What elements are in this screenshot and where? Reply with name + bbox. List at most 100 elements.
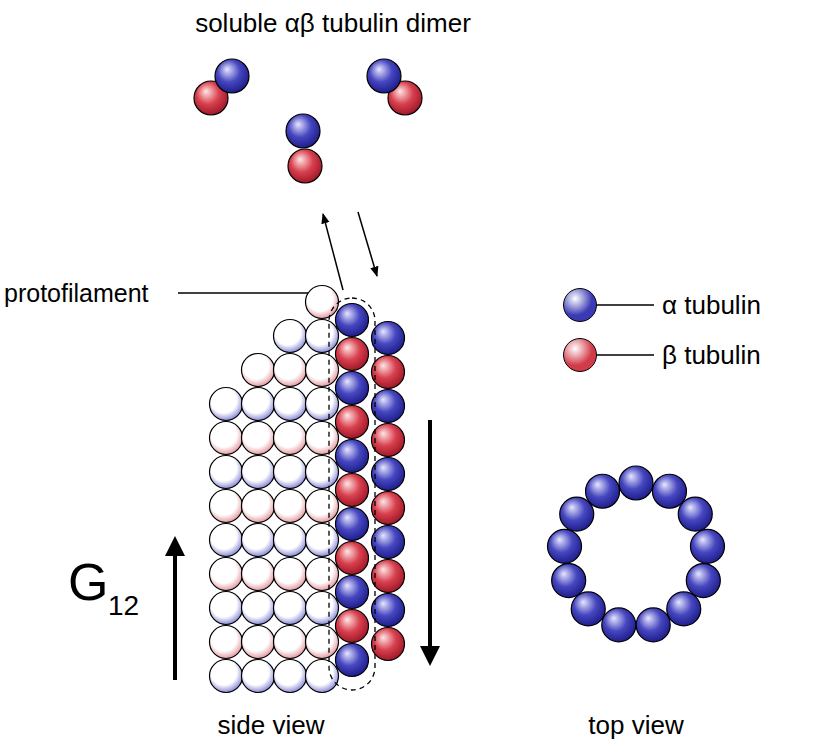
- tubulin-sphere: [306, 422, 339, 455]
- tubulin-sphere: [210, 490, 243, 523]
- tubulin-sphere: [336, 304, 369, 337]
- growth-arrow: [173, 540, 177, 680]
- rate-symbol: G: [68, 556, 108, 608]
- tubulin-sphere: [242, 592, 275, 625]
- tubulin-sphere: [306, 524, 339, 557]
- tubulin-sphere: [274, 626, 307, 659]
- tubulin-sphere: [336, 406, 369, 439]
- microtubule-top-view: [548, 466, 725, 642]
- tubulin-sphere: [210, 456, 243, 489]
- legend-label: α tubulin: [662, 292, 761, 318]
- tubulin-sphere: [210, 592, 243, 625]
- alpha-tubulin: [571, 592, 605, 626]
- alpha-tubulin: [215, 59, 249, 93]
- alpha-tubulin: [586, 474, 620, 508]
- tubulin-sphere: [242, 354, 275, 387]
- leader-label: protofilament: [4, 281, 149, 306]
- release-arrow: [323, 214, 343, 290]
- shrink-arrow: [428, 420, 432, 662]
- legend-leader: [597, 354, 654, 356]
- alpha-tubulin: [652, 474, 686, 508]
- alpha-tubulin: [602, 608, 636, 642]
- microtubule-side-view: [210, 286, 405, 693]
- alpha-tubulin: [636, 608, 670, 642]
- tubulin-sphere: [336, 610, 369, 643]
- tubulin-sphere: [372, 492, 405, 525]
- alpha-tubulin: [678, 497, 712, 531]
- tubulin-sphere: [274, 524, 307, 557]
- tubulin-sphere: [336, 644, 369, 677]
- tubulin-sphere: [372, 594, 405, 627]
- beta-tubulin: [288, 149, 322, 183]
- alpha-tubulin: [286, 114, 320, 148]
- tubulin-sphere: [210, 660, 243, 693]
- tubulin-sphere: [242, 422, 275, 455]
- protofilament-outline: [329, 298, 375, 690]
- tubulin-sphere: [242, 490, 275, 523]
- tubulin-sphere: [336, 576, 369, 609]
- tubulin-sphere: [306, 626, 339, 659]
- tubulin-sphere: [336, 474, 369, 507]
- view-caption: top view: [588, 712, 683, 738]
- tubulin-sphere: [242, 388, 275, 421]
- tubulin-sphere: [242, 558, 275, 591]
- alpha-tubulin: [367, 59, 401, 93]
- tubulin-sphere: [274, 490, 307, 523]
- alpha-tubulin: [690, 529, 724, 563]
- tubulin-sphere: [242, 456, 275, 489]
- tubulin-sphere: [274, 354, 307, 387]
- title-label: soluble αβ tubulin dimer: [195, 10, 471, 36]
- tubulin-sphere: [274, 558, 307, 591]
- tubulin-sphere: [372, 560, 405, 593]
- legend-label: β tubulin: [662, 342, 761, 368]
- tubulin-sphere: [306, 592, 339, 625]
- tubulin-sphere: [336, 508, 369, 541]
- tubulin-sphere: [274, 388, 307, 421]
- tubulin-sphere: [210, 626, 243, 659]
- tubulin-sphere: [210, 388, 243, 421]
- tubulin-sphere: [372, 322, 405, 355]
- tubulin-sphere: [306, 660, 339, 693]
- tubulin-sphere: [372, 458, 405, 491]
- tubulin-sphere: [306, 388, 339, 421]
- tubulin-sphere: [306, 490, 339, 523]
- tubulin-sphere: [274, 592, 307, 625]
- tubulin-sphere: [274, 456, 307, 489]
- tubulin-sphere: [336, 440, 369, 473]
- view-caption: side view: [218, 712, 325, 738]
- alpha-tubulin: [619, 466, 653, 500]
- tubulin-sphere: [242, 626, 275, 659]
- soluble-dimers: [194, 59, 422, 183]
- alpha-tubulin: [560, 497, 594, 531]
- alpha-tubulin: [548, 529, 582, 563]
- tubulin-sphere: [210, 558, 243, 591]
- binding-arrow: [358, 212, 377, 276]
- tubulin-sphere: [336, 542, 369, 575]
- tubulin-sphere: [274, 320, 307, 353]
- rate-subscript: 12: [108, 592, 139, 620]
- legend-leaders: [597, 305, 654, 355]
- legend-leader: [597, 304, 654, 306]
- tubulin-sphere: [336, 338, 369, 371]
- tubulin-sphere: [242, 524, 275, 557]
- tubulin-sphere: [210, 524, 243, 557]
- tubulin-sphere: [210, 422, 243, 455]
- alpha-tubulin: [552, 564, 586, 598]
- tubulin-sphere: [336, 372, 369, 405]
- tubulin-sphere: [242, 660, 275, 693]
- tubulin-sphere: [372, 390, 405, 423]
- tubulin-sphere: [274, 422, 307, 455]
- tubulin-sphere: [306, 456, 339, 489]
- tubulin-sphere: [306, 558, 339, 591]
- tubulin-sphere: [306, 320, 339, 353]
- legend-swatch: [563, 338, 597, 372]
- tubulin-sphere: [274, 660, 307, 693]
- alpha-tubulin: [667, 592, 701, 626]
- tubulin-sphere: [372, 526, 405, 559]
- tubulin-sphere: [372, 424, 405, 457]
- tubulin-sphere: [372, 356, 405, 389]
- tubulin-sphere: [306, 354, 339, 387]
- legend-swatch: [563, 288, 597, 322]
